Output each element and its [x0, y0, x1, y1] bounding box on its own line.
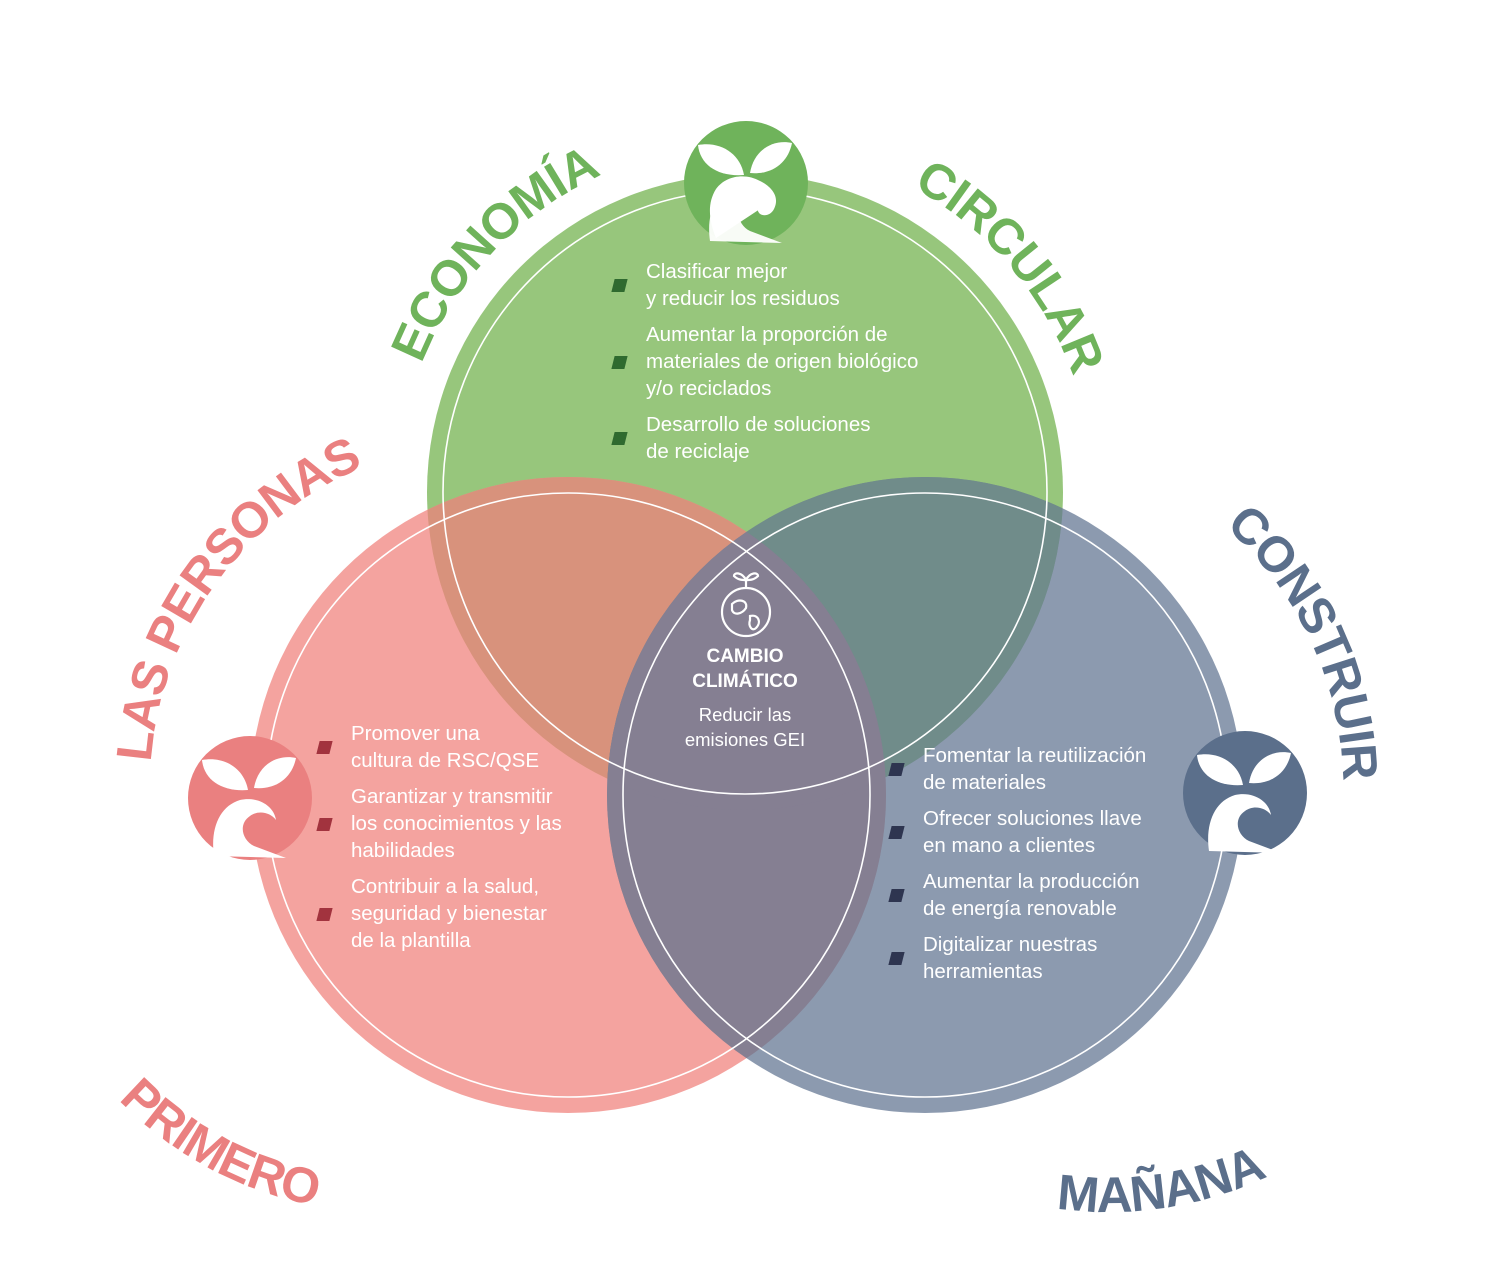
blue-objectives-list: Fomentar la reutilización de materiales …	[888, 742, 1190, 994]
blue-badge	[1183, 731, 1307, 855]
list-item: Desarrollo de soluciones de reciclaje	[611, 411, 973, 465]
bullet-icon	[316, 741, 333, 754]
elephant-sprout-icon	[202, 757, 296, 858]
center-title-line1: CAMBIO	[706, 646, 783, 667]
bullet-icon	[888, 826, 905, 839]
bullet-icon	[888, 952, 905, 965]
bullet-icon	[888, 889, 905, 902]
list-item: Fomentar la reutilización de materiales	[888, 742, 1190, 796]
elephant-sprout-icon	[698, 142, 792, 243]
triple-overlap	[607, 477, 886, 810]
bullet-icon	[316, 817, 333, 831]
planet-sprout-icon	[720, 572, 772, 638]
red-badge	[188, 736, 312, 860]
title-manana: MAÑANA	[1055, 1135, 1271, 1223]
red-objectives-list: Promover una cultura de RSC/QSE Garantiz…	[316, 720, 618, 963]
title-primero: PRIMERO	[111, 1067, 326, 1216]
elephant-sprout-icon	[1197, 752, 1291, 853]
center-text-line2: emisiones GEI	[685, 729, 805, 750]
bullet-icon	[888, 763, 905, 776]
list-item: Clasificar mejor y reducir los residuos	[611, 258, 973, 312]
list-item: Garantizar y transmitir los conocimiento…	[316, 783, 618, 864]
list-item: Contribuir a la salud, seguridad y biene…	[316, 873, 618, 954]
list-item: Aumentar la producción de energía renova…	[888, 868, 1190, 922]
list-item: Digitalizar nuestras herramientas	[888, 931, 1190, 985]
center-text-line1: Reducir las	[699, 704, 792, 725]
bullet-icon	[611, 279, 628, 292]
list-item: Aumentar la proporción de materiales de …	[611, 321, 973, 402]
bullet-icon	[316, 907, 333, 921]
list-item: Ofrecer soluciones llave en mano a clien…	[888, 805, 1190, 859]
bullet-icon	[611, 432, 628, 445]
bullet-icon	[611, 355, 628, 369]
green-objectives-list: Clasificar mejor y reducir los residuos …	[611, 258, 973, 474]
center-title-line2: CLIMÁTICO	[692, 670, 798, 692]
green-badge	[684, 121, 808, 245]
list-item: Promover una cultura de RSC/QSE	[316, 720, 618, 774]
